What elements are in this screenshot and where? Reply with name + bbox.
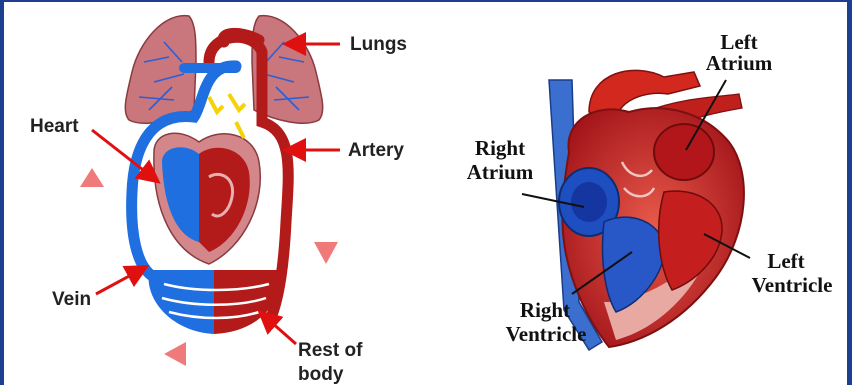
heart-shape [154, 133, 260, 264]
label-right-ventricle-line2: Ventricle [506, 322, 587, 346]
label-rest-of-body-line1: Rest of [298, 340, 363, 361]
label-heart: Heart [30, 116, 79, 137]
label-vein: Vein [52, 289, 91, 310]
capillary-bed [148, 270, 279, 334]
flow-arrow-down-head [314, 242, 338, 264]
label-artery: Artery [348, 140, 404, 161]
flow-arrow-left-head [164, 342, 186, 366]
label-right-atrium-line2: Atrium [467, 160, 534, 184]
right-atrium-inner [571, 182, 607, 222]
label-left-ventricle-line2: Ventricle [752, 273, 833, 297]
label-left-ventricle-line1: Left [767, 249, 804, 273]
label-rest-of-body-line2: body [298, 364, 344, 385]
flow-arrow-yellow [209, 97, 223, 112]
rest-of-body-pointer [262, 314, 296, 344]
left-atrium-chamber [654, 124, 714, 180]
circulation-diagram: Lungs Heart Artery Vein Rest of body [30, 16, 407, 385]
label-right-ventricle-line1: Right [520, 298, 570, 322]
label-left-atrium-line2: Atrium [706, 51, 773, 75]
heart-anatomy: Left Atrium Right Atrium Left Ventricle … [467, 30, 833, 350]
diagram-canvas: Lungs Heart Artery Vein Rest of body [4, 2, 852, 385]
label-lungs: Lungs [350, 34, 407, 55]
flow-arrow-up-head [80, 168, 104, 187]
flow-arrow-yellow [229, 94, 245, 110]
vein-pointer [96, 268, 144, 294]
label-right-atrium-line1: Right [475, 136, 525, 160]
